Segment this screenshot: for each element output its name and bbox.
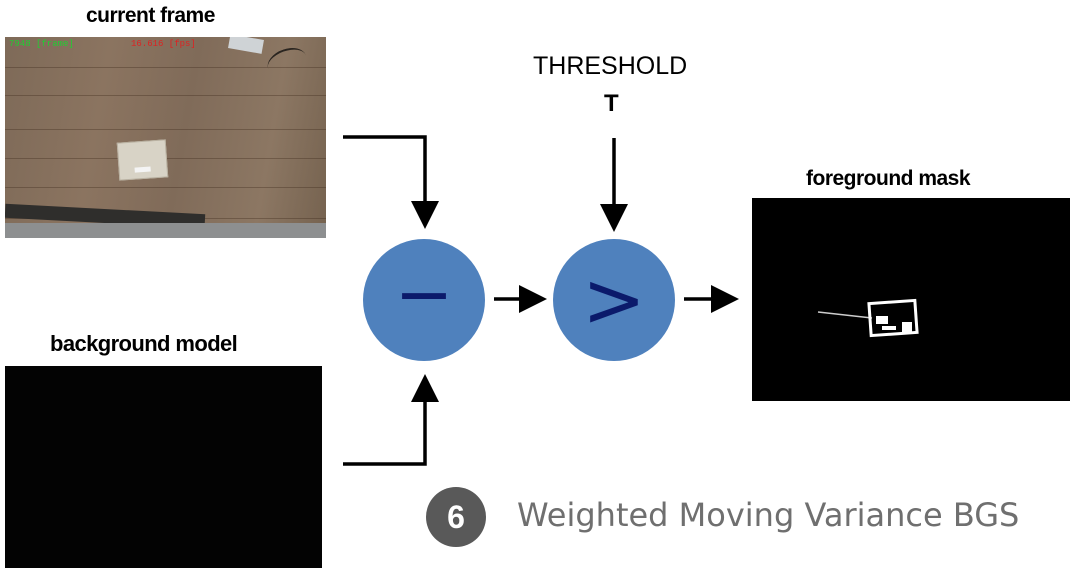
compare-symbol: > xyxy=(582,255,646,344)
foreground-mask-image xyxy=(752,198,1070,401)
method-title: Weighted Moving Variance BGS xyxy=(517,496,1020,534)
compare-operator xyxy=(553,239,675,361)
current-frame-image: 7948 [frame] 16.616 [fps] xyxy=(5,37,326,238)
foreground-blob xyxy=(817,298,919,338)
threshold-label: THRESHOLD xyxy=(533,52,688,80)
foreground-mask-label: foreground mask xyxy=(806,167,971,190)
subtract-symbol: − xyxy=(395,253,454,335)
frame-counter-text: 7948 [frame] xyxy=(9,39,74,49)
threshold-symbol: T xyxy=(604,90,619,117)
current-frame-label: current frame xyxy=(86,4,215,27)
fps-text: 16.616 [fps] xyxy=(131,39,196,49)
background-model-label: background model xyxy=(50,331,238,356)
step-number-badge: 6 xyxy=(426,487,486,547)
background-model-image xyxy=(5,366,322,568)
arrow-background-to-subtract xyxy=(343,374,439,466)
subtract-operator xyxy=(363,239,485,361)
arrow-current-to-subtract xyxy=(343,135,439,229)
